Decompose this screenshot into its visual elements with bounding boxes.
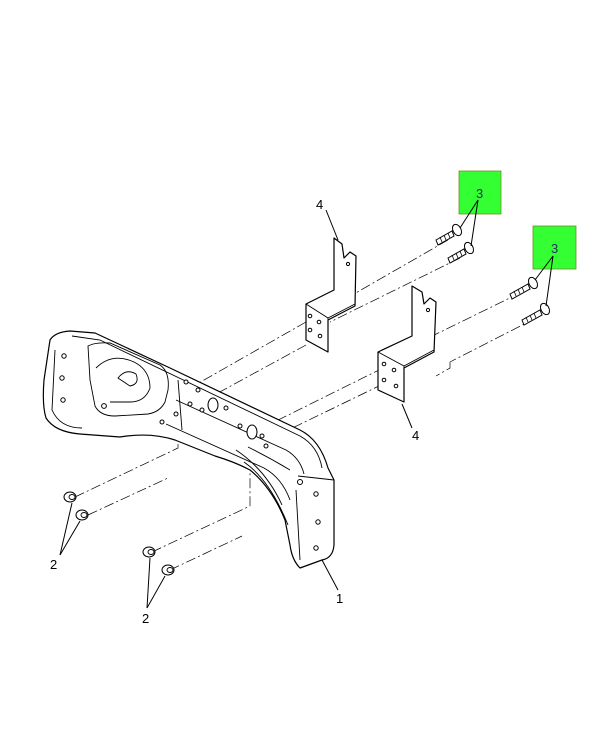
callout-label-bracket-lower: 4 bbox=[412, 428, 419, 443]
callout-label-bracket-upper: 4 bbox=[316, 197, 323, 212]
bolt-lower-1 bbox=[509, 276, 539, 300]
bolt-lower-2 bbox=[521, 302, 551, 326]
bolt-upper-1 bbox=[435, 223, 463, 246]
highlight-box bbox=[532, 225, 577, 270]
frame-crossmember bbox=[42, 330, 335, 569]
nut-bottom-2 bbox=[161, 564, 175, 576]
bracket-lower bbox=[377, 285, 437, 403]
callout-label-frame: 1 bbox=[336, 591, 343, 606]
nut-left-1 bbox=[63, 491, 77, 503]
callout-label-bolt-a: 3 bbox=[476, 186, 483, 201]
callout-label-nut-bottom: 2 bbox=[142, 611, 149, 626]
nut-bottom-1 bbox=[142, 546, 156, 558]
assembly-phantom-lines bbox=[74, 239, 537, 571]
callout-label-bolt-b: 3 bbox=[551, 241, 558, 256]
leader-lines bbox=[59, 199, 554, 609]
bracket-upper bbox=[305, 237, 357, 353]
nut-left-2 bbox=[75, 509, 89, 521]
highlight-box bbox=[458, 170, 502, 215]
callout-highlight-upper[interactable]: 3 bbox=[458, 170, 502, 215]
callout-highlight-lower[interactable]: 3 bbox=[532, 225, 577, 270]
callout-label-nut-left: 2 bbox=[50, 557, 57, 572]
